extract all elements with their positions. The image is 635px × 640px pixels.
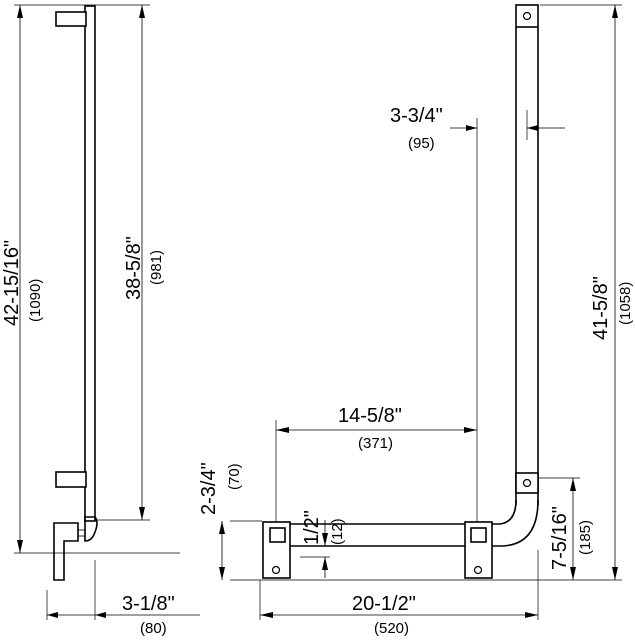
horizontal-span-imperial: 14-5/8" bbox=[338, 405, 402, 427]
dim-rail-length: 38-5/8" (981) bbox=[123, 5, 165, 520]
elbow-base bbox=[84, 516, 98, 542]
side-elbow bbox=[283, 499, 517, 525]
overall-width-imperial: 20-1/2" bbox=[352, 593, 416, 615]
overall-height-metric: (1090) bbox=[27, 279, 44, 322]
tube-half-metric: (12) bbox=[329, 518, 346, 545]
wall-projection-metric: (80) bbox=[140, 620, 167, 637]
top-bracket bbox=[55, 11, 87, 27]
offset-top-imperial: 3-3/4" bbox=[390, 105, 443, 127]
overall-width-metric: (520) bbox=[374, 620, 409, 637]
dim-side-height: 41-5/8" (1058) bbox=[590, 5, 634, 580]
elbow-height-metric: (185) bbox=[577, 520, 594, 555]
dim-bracket-height: 2-3/4" (70) bbox=[198, 462, 243, 580]
elbow-height-imperial: 7-5/16" bbox=[549, 506, 571, 570]
side-height-metric: (1058) bbox=[617, 282, 634, 325]
dim-elbow-height: 7-5/16" (185) bbox=[549, 478, 594, 580]
wall-projection-imperial: 3-1/8" bbox=[122, 593, 175, 615]
dim-horizontal-span: 14-5/8" (371) bbox=[276, 405, 477, 452]
side-view-extension-lines bbox=[230, 4, 622, 620]
lower-bracket bbox=[55, 471, 87, 488]
dim-wall-projection: 3-1/8" (80) bbox=[47, 593, 200, 637]
bracket-height-imperial: 2-3/4" bbox=[198, 462, 220, 515]
overall-height-imperial: 42-15/16" bbox=[1, 240, 23, 326]
front-view bbox=[53, 5, 98, 581]
bracket-height-metric: (70) bbox=[226, 463, 243, 490]
rail-length-imperial: 38-5/8" bbox=[123, 236, 145, 300]
dim-overall-height: 42-15/16" (1090) bbox=[1, 5, 44, 553]
base-flange bbox=[53, 522, 79, 581]
offset-top-metric: (95) bbox=[408, 135, 435, 152]
tube-half-imperial: 1/2" bbox=[301, 510, 323, 545]
horizontal-span-metric: (371) bbox=[358, 435, 393, 452]
rail-length-metric: (981) bbox=[148, 250, 165, 285]
vertical-rail bbox=[84, 5, 96, 522]
dim-tube-half: 1/2" (12) bbox=[301, 510, 346, 578]
dim-overall-width: 20-1/2" (520) bbox=[260, 593, 538, 637]
dim-offset-top: 3-3/4" (95) bbox=[390, 105, 565, 152]
front-view-extension-lines bbox=[14, 4, 180, 620]
side-view bbox=[262, 4, 539, 579]
side-height-imperial: 41-5/8" bbox=[590, 276, 612, 340]
